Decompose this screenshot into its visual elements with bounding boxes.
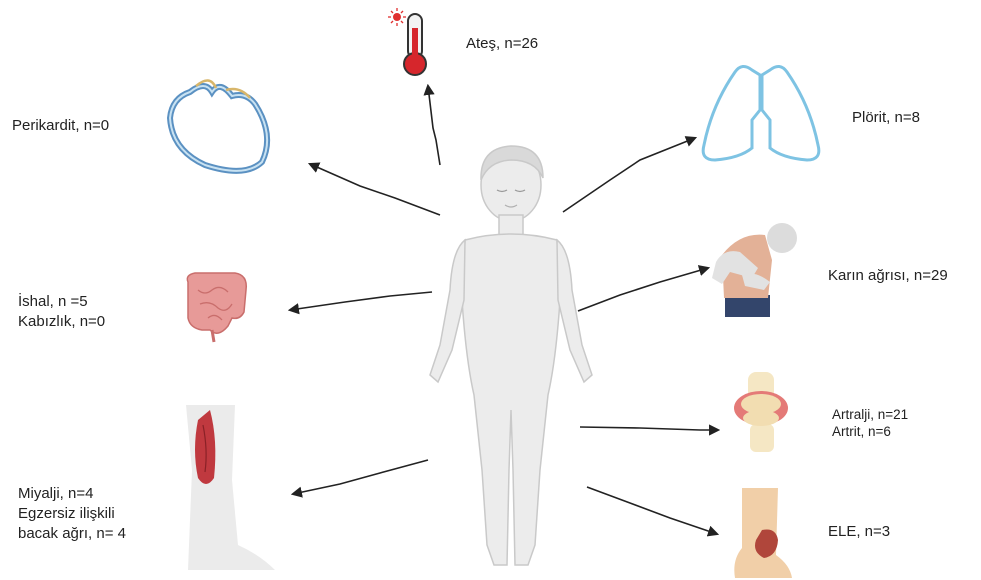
label-perikardit: Perikardit, n=0 xyxy=(12,116,109,136)
label-egzersiz-line2: bacak ağrı, n= 4 xyxy=(18,524,126,544)
label-miyalji-group: Miyalji, n=4 Egzersiz ilişkili bacak ağr… xyxy=(18,484,126,544)
label-ishal-kabizlik: İshal, n =5 Kabızlık, n=0 xyxy=(18,292,105,332)
label-ele: ELE, n=3 xyxy=(828,522,890,542)
abdominal-pain-person-icon xyxy=(712,223,797,317)
arrow-to-thermometer xyxy=(428,86,440,165)
thermometer-icon xyxy=(388,8,426,75)
label-ishal: İshal, n =5 xyxy=(18,292,105,312)
lungs-icon xyxy=(703,66,819,160)
label-kabizlik: Kabızlık, n=0 xyxy=(18,312,105,332)
label-artralji: Artralji, n=21 xyxy=(832,406,908,423)
arrow-to-lungs xyxy=(563,138,695,212)
label-artralji-artrit: Artralji, n=21 Artrit, n=6 xyxy=(832,406,908,440)
arrow-to-knee xyxy=(580,427,718,430)
heart-pericardium-icon xyxy=(170,80,267,170)
knee-joint-icon xyxy=(734,372,788,452)
leg-rash-icon xyxy=(734,488,792,578)
label-plorit: Plörit, n=8 xyxy=(852,108,920,128)
intestine-icon xyxy=(187,273,246,342)
arrow-to-leg-muscle xyxy=(293,460,428,494)
label-ates: Ateş, n=26 xyxy=(466,34,538,54)
leg-muscle-icon xyxy=(186,405,275,570)
arrow-to-heart xyxy=(310,164,440,215)
arrow-to-intestine xyxy=(290,292,432,310)
arrow-to-abdomen xyxy=(578,268,708,311)
label-miyalji: Miyalji, n=4 xyxy=(18,484,126,504)
arrow-to-leg-rash xyxy=(587,487,717,534)
label-artrit: Artrit, n=6 xyxy=(832,423,908,440)
label-egzersiz-line1: Egzersiz ilişkili xyxy=(18,504,126,524)
label-karin-agrisi: Karın ağrısı, n=29 xyxy=(828,266,948,286)
